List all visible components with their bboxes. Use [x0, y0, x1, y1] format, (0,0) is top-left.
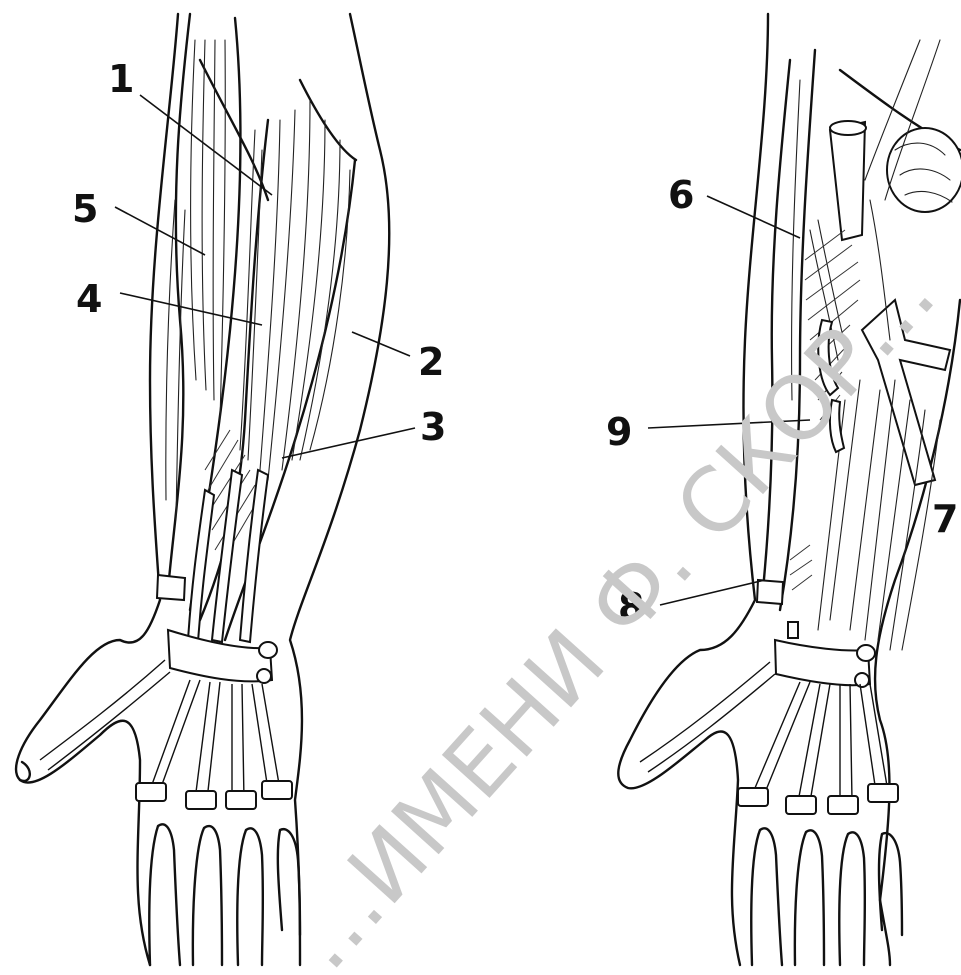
label-2: 2 [418, 340, 444, 384]
label-4: 4 [76, 277, 102, 321]
label-9: 9 [606, 410, 632, 454]
label-1: 1 [108, 57, 134, 101]
label-5: 5 [72, 187, 98, 231]
label-6: 6 [668, 173, 694, 217]
label-7: 7 [932, 497, 958, 541]
label-3: 3 [420, 405, 446, 449]
right-artery-stump [830, 122, 865, 240]
left-muscle-fibers [166, 40, 350, 520]
left-forearm-illustration [16, 14, 389, 965]
right-bone-stump [887, 128, 961, 212]
